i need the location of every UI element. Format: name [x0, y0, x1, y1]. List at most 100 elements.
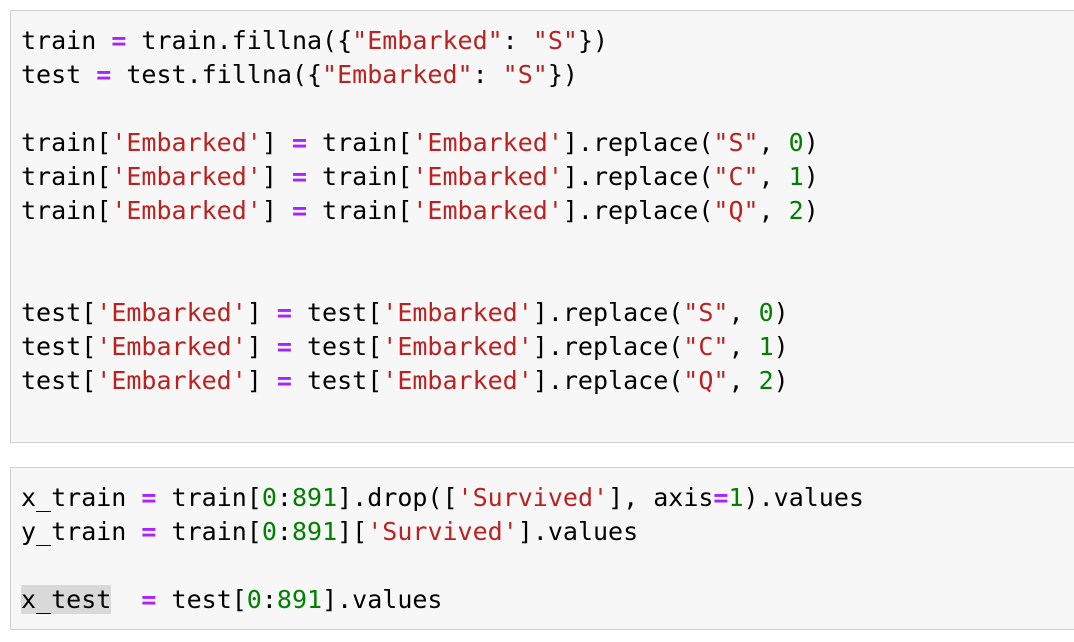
code-token-num: 2 — [758, 366, 774, 395]
code-token-plain: test.fillna({ — [111, 60, 323, 89]
code-token-plain: ] — [261, 128, 292, 157]
code-token-plain: ] — [246, 332, 277, 361]
code-token-plain: y_train — [21, 517, 142, 546]
code-line — [21, 228, 1074, 262]
code-token-plain: train[ — [307, 162, 413, 191]
code-line: x_train = train[0:891].drop(['Survived']… — [21, 481, 1074, 515]
code-line: train['Embarked'] = train['Embarked'].re… — [21, 126, 1074, 160]
code-line: test['Embarked'] = test['Embarked'].repl… — [21, 364, 1074, 398]
code-token-plain: : — [472, 60, 503, 89]
code-token-str: "C" — [683, 332, 729, 361]
code-token-plain: ] — [261, 196, 292, 225]
code-token-num: 0 — [758, 298, 774, 327]
code-token-plain: test[ — [21, 298, 97, 327]
code-token-plain: ) — [803, 162, 819, 191]
code-token-plain: , — [728, 332, 759, 361]
code-token-str: 'Embarked' — [382, 298, 533, 327]
code-token-plain — [111, 585, 141, 614]
code-token-op: = — [141, 517, 157, 546]
code-token-op: = — [713, 483, 729, 512]
code-token-num: 891 — [276, 585, 323, 614]
code-token-num: 1 — [758, 332, 774, 361]
code-token-plain: test[ — [291, 366, 383, 395]
code-token-str: 'Embarked' — [111, 196, 262, 225]
code-token-plain: train[ — [21, 162, 112, 191]
code-token-str: 'Embarked' — [96, 332, 247, 361]
code-token-op: = — [291, 196, 307, 225]
code-cell-2[interactable]: x_train = train[0:891].drop(['Survived']… — [10, 467, 1074, 630]
code-token-op: = — [111, 26, 127, 55]
code-token-plain: , — [758, 196, 789, 225]
code-token-op: = — [141, 585, 157, 614]
code-token-op: = — [291, 162, 307, 191]
code-line: train = train.fillna({"Embarked": "S"}) — [21, 24, 1074, 58]
highlighted-token: x_test — [21, 585, 112, 614]
code-token-op: = — [276, 366, 292, 395]
code-token-plain: test[ — [21, 366, 97, 395]
code-token-plain: ].values — [322, 585, 443, 614]
code-token-plain: ] — [246, 366, 277, 395]
code-token-plain: ) — [803, 128, 819, 157]
code-token-op: = — [276, 298, 292, 327]
code-token-plain: test — [21, 60, 97, 89]
code-token-str: "S" — [502, 60, 548, 89]
code-token-plain: ] — [261, 162, 292, 191]
code-line — [21, 92, 1074, 126]
code-token-plain: test[ — [291, 332, 383, 361]
code-token-op: = — [141, 483, 157, 512]
code-editor-1[interactable]: train = train.fillna({"Embarked": "S"})t… — [21, 24, 1074, 398]
code-token-num: 2 — [788, 196, 804, 225]
code-cell-1[interactable]: train = train.fillna({"Embarked": "S"})t… — [10, 10, 1074, 443]
code-token-num: 0 — [261, 483, 277, 512]
code-token-plain: train[ — [21, 128, 112, 157]
code-token-plain: train[ — [156, 517, 262, 546]
code-token-str: "Q" — [713, 196, 759, 225]
code-line: x_test = test[0:891].values — [21, 583, 1074, 617]
code-token-str: 'Embarked' — [111, 162, 262, 191]
code-token-plain: , — [728, 298, 759, 327]
code-token-plain: train — [21, 26, 112, 55]
code-token-num: 891 — [291, 517, 338, 546]
code-token-plain: train[ — [21, 196, 112, 225]
code-token-plain: ].values — [517, 517, 639, 546]
code-token-str: 'Embarked' — [96, 298, 247, 327]
code-token-plain: : — [261, 585, 277, 614]
code-token-plain: test[ — [21, 332, 97, 361]
code-token-plain: ).values — [743, 483, 864, 512]
code-token-str: "Embarked" — [322, 60, 473, 89]
code-token-plain: , — [758, 128, 789, 157]
code-token-plain: ].drop([ — [337, 483, 458, 512]
code-line: train['Embarked'] = train['Embarked'].re… — [21, 194, 1074, 228]
code-token-plain: ) — [773, 366, 789, 395]
code-token-plain: train[ — [307, 196, 413, 225]
code-token-op: = — [291, 128, 307, 157]
code-line: y_train = train[0:891]['Survived'].value… — [21, 515, 1074, 549]
code-token-str: "Embarked" — [352, 26, 503, 55]
code-token-num: 1 — [788, 162, 804, 191]
code-token-plain: ].replace( — [532, 298, 684, 327]
code-editor-2[interactable]: x_train = train[0:891].drop(['Survived']… — [21, 481, 1074, 617]
code-token-plain: , — [758, 162, 789, 191]
code-token-plain: ].replace( — [532, 332, 684, 361]
code-token-plain: train[ — [156, 483, 262, 512]
code-token-plain: ].replace( — [562, 162, 714, 191]
code-token-plain: test[ — [291, 298, 383, 327]
code-token-num: 0 — [261, 517, 277, 546]
code-token-plain: ][ — [337, 517, 368, 546]
code-token-plain: : — [502, 26, 533, 55]
code-token-plain: ] — [246, 298, 277, 327]
code-token-plain: : — [276, 483, 292, 512]
code-token-plain: ) — [803, 196, 819, 225]
code-token-str: 'Survived' — [367, 517, 518, 546]
code-token-str: 'Embarked' — [111, 128, 262, 157]
code-token-plain: train[ — [307, 128, 413, 157]
code-token-str: 'Embarked' — [412, 128, 563, 157]
code-token-str: 'Embarked' — [412, 162, 563, 191]
code-token-num: 0 — [246, 585, 262, 614]
code-token-num: 1 — [728, 483, 744, 512]
code-token-op: = — [276, 332, 292, 361]
code-token-plain: ) — [773, 298, 789, 327]
code-line — [21, 262, 1074, 296]
code-token-str: "Q" — [683, 366, 729, 395]
code-token-plain: , — [728, 366, 759, 395]
